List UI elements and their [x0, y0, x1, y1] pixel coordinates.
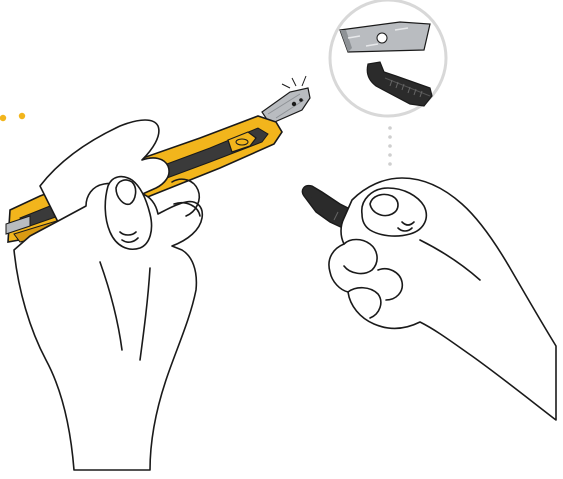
blade-snap-detail-callout	[330, 0, 446, 166]
right-hand-holding-snap-tool-illustration	[329, 178, 556, 420]
motion-hint-dots	[0, 113, 25, 121]
